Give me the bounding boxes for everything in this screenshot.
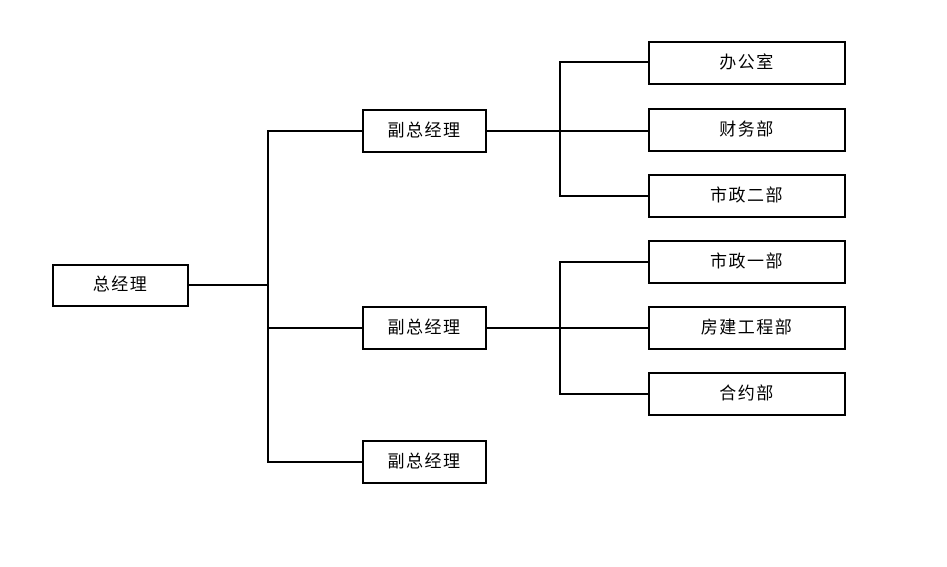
node-department-municipal-2[interactable]: 市政二部 [648, 174, 846, 218]
node-label: 办公室 [719, 52, 775, 73]
node-department-finance[interactable]: 财务部 [648, 108, 846, 152]
node-deputy-general-manager-3[interactable]: 副总经理 [362, 440, 487, 484]
node-department-office[interactable]: 办公室 [648, 41, 846, 85]
node-department-municipal-1[interactable]: 市政一部 [648, 240, 846, 284]
node-label: 房建工程部 [700, 317, 794, 338]
node-deputy-general-manager-1[interactable]: 副总经理 [362, 109, 487, 153]
node-label: 副总经理 [387, 120, 462, 141]
node-label: 副总经理 [387, 451, 462, 472]
node-label: 副总经理 [387, 317, 462, 338]
node-department-building-engineering[interactable]: 房建工程部 [648, 306, 846, 350]
node-department-contract[interactable]: 合约部 [648, 372, 846, 416]
node-label: 市政一部 [710, 251, 784, 272]
node-label: 合约部 [719, 383, 775, 404]
node-deputy-general-manager-2[interactable]: 副总经理 [362, 306, 487, 350]
node-label: 总经理 [92, 275, 149, 295]
node-general-manager[interactable]: 总经理 [52, 264, 189, 307]
node-label: 财务部 [719, 119, 775, 140]
node-label: 市政二部 [710, 185, 784, 206]
